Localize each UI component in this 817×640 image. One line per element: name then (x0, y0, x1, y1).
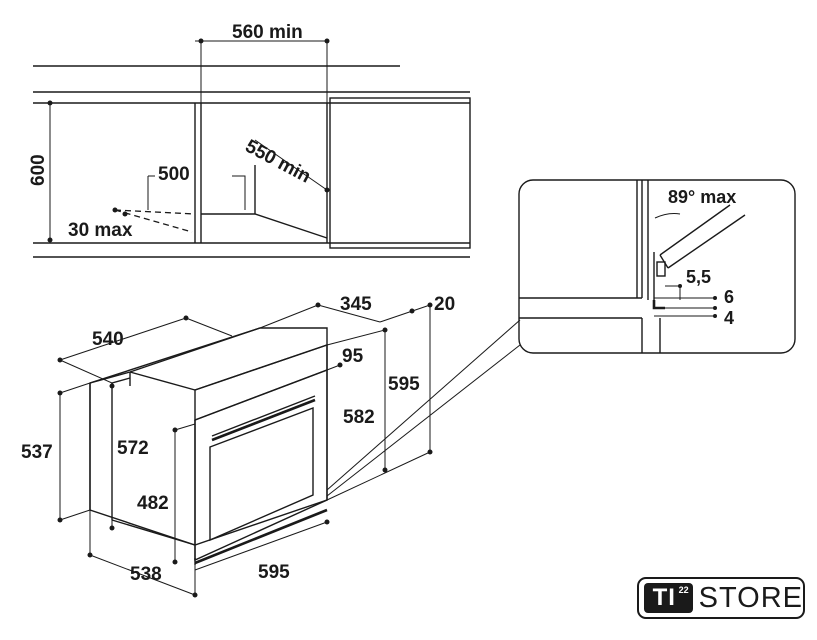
dim-gap-6: 6 (724, 287, 734, 307)
dim-vent-max: 30 max (68, 220, 133, 241)
dim-height-582: 582 (343, 407, 375, 428)
dim-height-537: 537 (21, 442, 53, 463)
dim-panel-95: 95 (342, 346, 364, 367)
dim-gap-4: 4 (724, 308, 734, 328)
dim-niche-height: 600 (28, 154, 49, 186)
dim-oven-depth-total: 540 (92, 329, 124, 350)
dim-niche-width-min: 560 min (232, 22, 303, 43)
door-detail-inset (518, 179, 796, 354)
dim-depth-538: 538 (130, 564, 162, 585)
logo-mark-text: TI (652, 584, 676, 611)
dim-gap-5-5: 5,5 (686, 267, 711, 287)
dim-front-offset-20: 20 (434, 294, 455, 315)
store-logo: TI 22 STORE (637, 577, 805, 619)
dim-door-angle-max: 89° max (668, 187, 736, 207)
dim-height-595-right: 595 (388, 374, 420, 395)
dim-rear-opening: 500 (158, 164, 190, 185)
logo-wordmark: STORE (698, 581, 803, 614)
logo-mark: TI 22 (644, 583, 693, 613)
logo-superscript: 22 (678, 585, 689, 595)
dim-width-595-bottom: 595 (258, 562, 290, 583)
niche-cabinet-view (33, 38, 471, 258)
dim-height-482: 482 (137, 493, 169, 514)
dim-oven-depth-345: 345 (340, 294, 372, 315)
dim-height-572: 572 (117, 438, 149, 459)
dim-niche-depth-min: 550 min (242, 136, 314, 188)
oven-dimension-lines (57, 302, 521, 598)
